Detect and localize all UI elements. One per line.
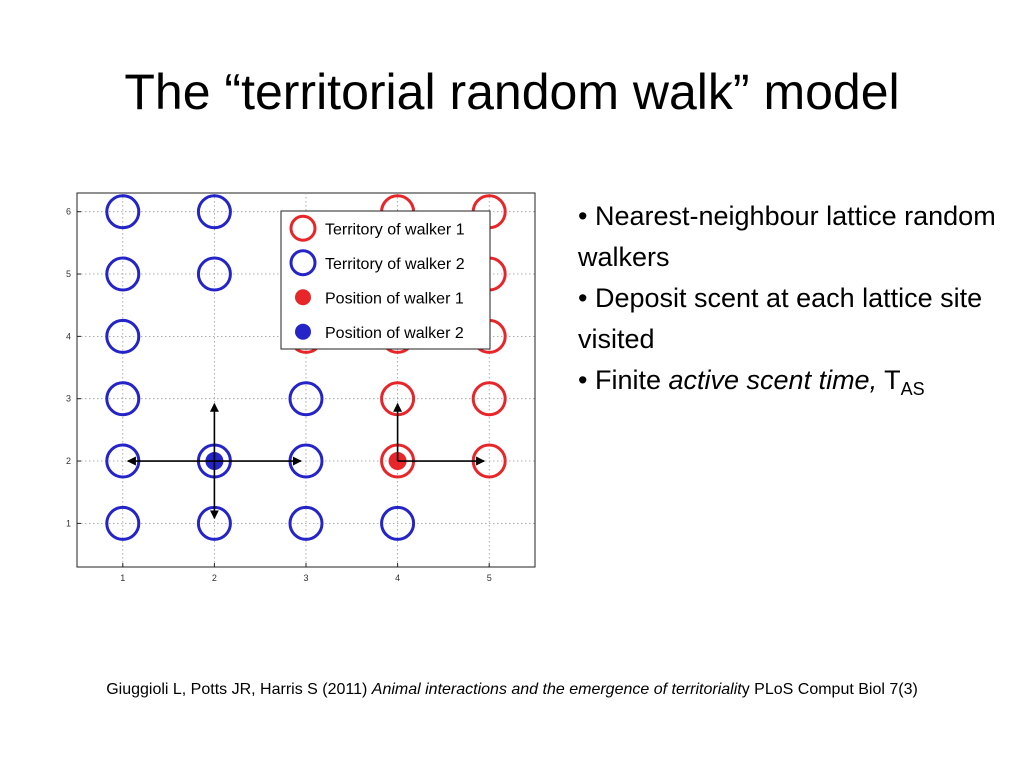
slide-title: The “territorial random walk” model (124, 64, 900, 120)
citation: Giuggioli L, Potts JR, Harris S (2011) A… (0, 681, 1024, 699)
y-tick-label: 3 (66, 394, 71, 404)
territory-walker2-marker (105, 318, 141, 354)
legend-swatch (295, 289, 311, 306)
bullet-text: Finite (594, 365, 669, 395)
arrow-layer (126, 402, 486, 520)
citation-title: Animal interactions and the emergence of… (371, 681, 742, 698)
bullet-item: Nearest-neighbour lattice random walkers (578, 196, 998, 278)
territory-walker2-marker (380, 505, 416, 541)
bullet-emphasis: active scent time, (668, 365, 878, 395)
tick-layer: 1 2 3 4 5 1 2 3 4 5 6 (66, 207, 492, 583)
territory-walker2-marker (196, 194, 232, 230)
x-tick-label: 4 (395, 573, 400, 583)
bullet-item: Deposit scent at each lattice site visit… (578, 278, 998, 360)
bullet-text: Nearest-neighbour lattice random walkers (578, 201, 996, 272)
territory-walker2-marker (288, 381, 324, 417)
y-tick-label: 4 (66, 331, 71, 341)
y-tick-label: 1 (66, 518, 71, 528)
bullet-subscript: AS (900, 379, 925, 399)
bullet-text: Deposit scent at each lattice site visit… (578, 283, 983, 354)
x-tick-label: 1 (120, 573, 125, 583)
y-tick-label: 6 (66, 207, 71, 217)
citation-suffix: y PLoS Comput Biol 7(3) (741, 681, 918, 698)
legend-label: Territory of walker 2 (325, 256, 465, 273)
citation-authors: Giuggioli L, Potts JR, Harris S (2011) (106, 681, 372, 698)
x-tick-label: 5 (487, 573, 492, 583)
y-tick-label: 5 (66, 269, 71, 279)
bullet-item: Finite active scent time, TAS (578, 360, 998, 401)
legend: Territory of walker 1 Territory of walker… (280, 210, 491, 350)
legend-swatch (289, 214, 317, 242)
territory-walker2-marker (105, 256, 141, 292)
territory-walker2-marker (288, 505, 324, 541)
legend-label: Position of walker 1 (325, 290, 464, 307)
x-tick-label: 2 (212, 573, 217, 583)
legend-swatch (295, 323, 311, 340)
territory-walker2-marker (105, 505, 141, 541)
territory-walker1-marker (471, 381, 507, 417)
territory-walker2-marker (105, 194, 141, 230)
legend-label: Territory of walker 1 (325, 221, 465, 238)
legend-swatch (289, 249, 317, 277)
territory-walker2-marker (196, 256, 232, 292)
bullet-symbol: T (877, 365, 901, 395)
legend-label: Position of walker 2 (325, 325, 464, 342)
bullet-list: Nearest-neighbour lattice random walkers… (578, 196, 998, 401)
y-tick-label: 2 (66, 456, 71, 466)
territory-walker2-marker (105, 381, 141, 417)
x-tick-label: 3 (303, 573, 308, 583)
legend-box (280, 210, 491, 350)
